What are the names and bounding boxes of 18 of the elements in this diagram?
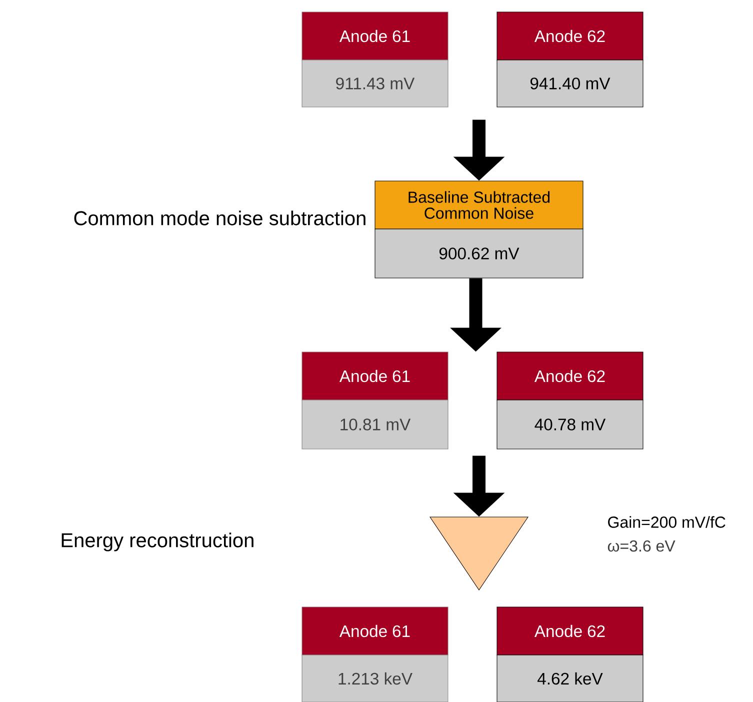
value-cell: 911.43 mV: [302, 60, 448, 108]
value-cell: 900.62 mV: [374, 228, 584, 278]
parameter-text: ω=3.6 eV: [608, 540, 676, 552]
value-cell: 4.62 keV: [496, 654, 644, 702]
anode-header: Anode 61: [302, 606, 448, 656]
value-cell: 1.213 keV: [302, 654, 448, 702]
value-cell: 40.78 mV: [496, 400, 644, 450]
value-cell: 10.81 mV: [302, 400, 448, 450]
anode-header: Anode 62: [496, 606, 644, 656]
parameter-text: Gain=200 mV/fC: [608, 516, 726, 528]
anode-header: Anode 62: [496, 12, 644, 60]
step-label: Energy reconstruction: [62, 532, 254, 552]
anode-header: Anode 62: [496, 352, 644, 400]
anode-header: Anode 61: [302, 12, 448, 60]
anode-header: Anode 61: [302, 352, 448, 400]
header-cell: Baseline Subtracted Common Noise: [374, 180, 584, 230]
step-label: Common mode noise subtraction: [74, 210, 366, 226]
value-cell: 941.40 mV: [496, 60, 644, 108]
